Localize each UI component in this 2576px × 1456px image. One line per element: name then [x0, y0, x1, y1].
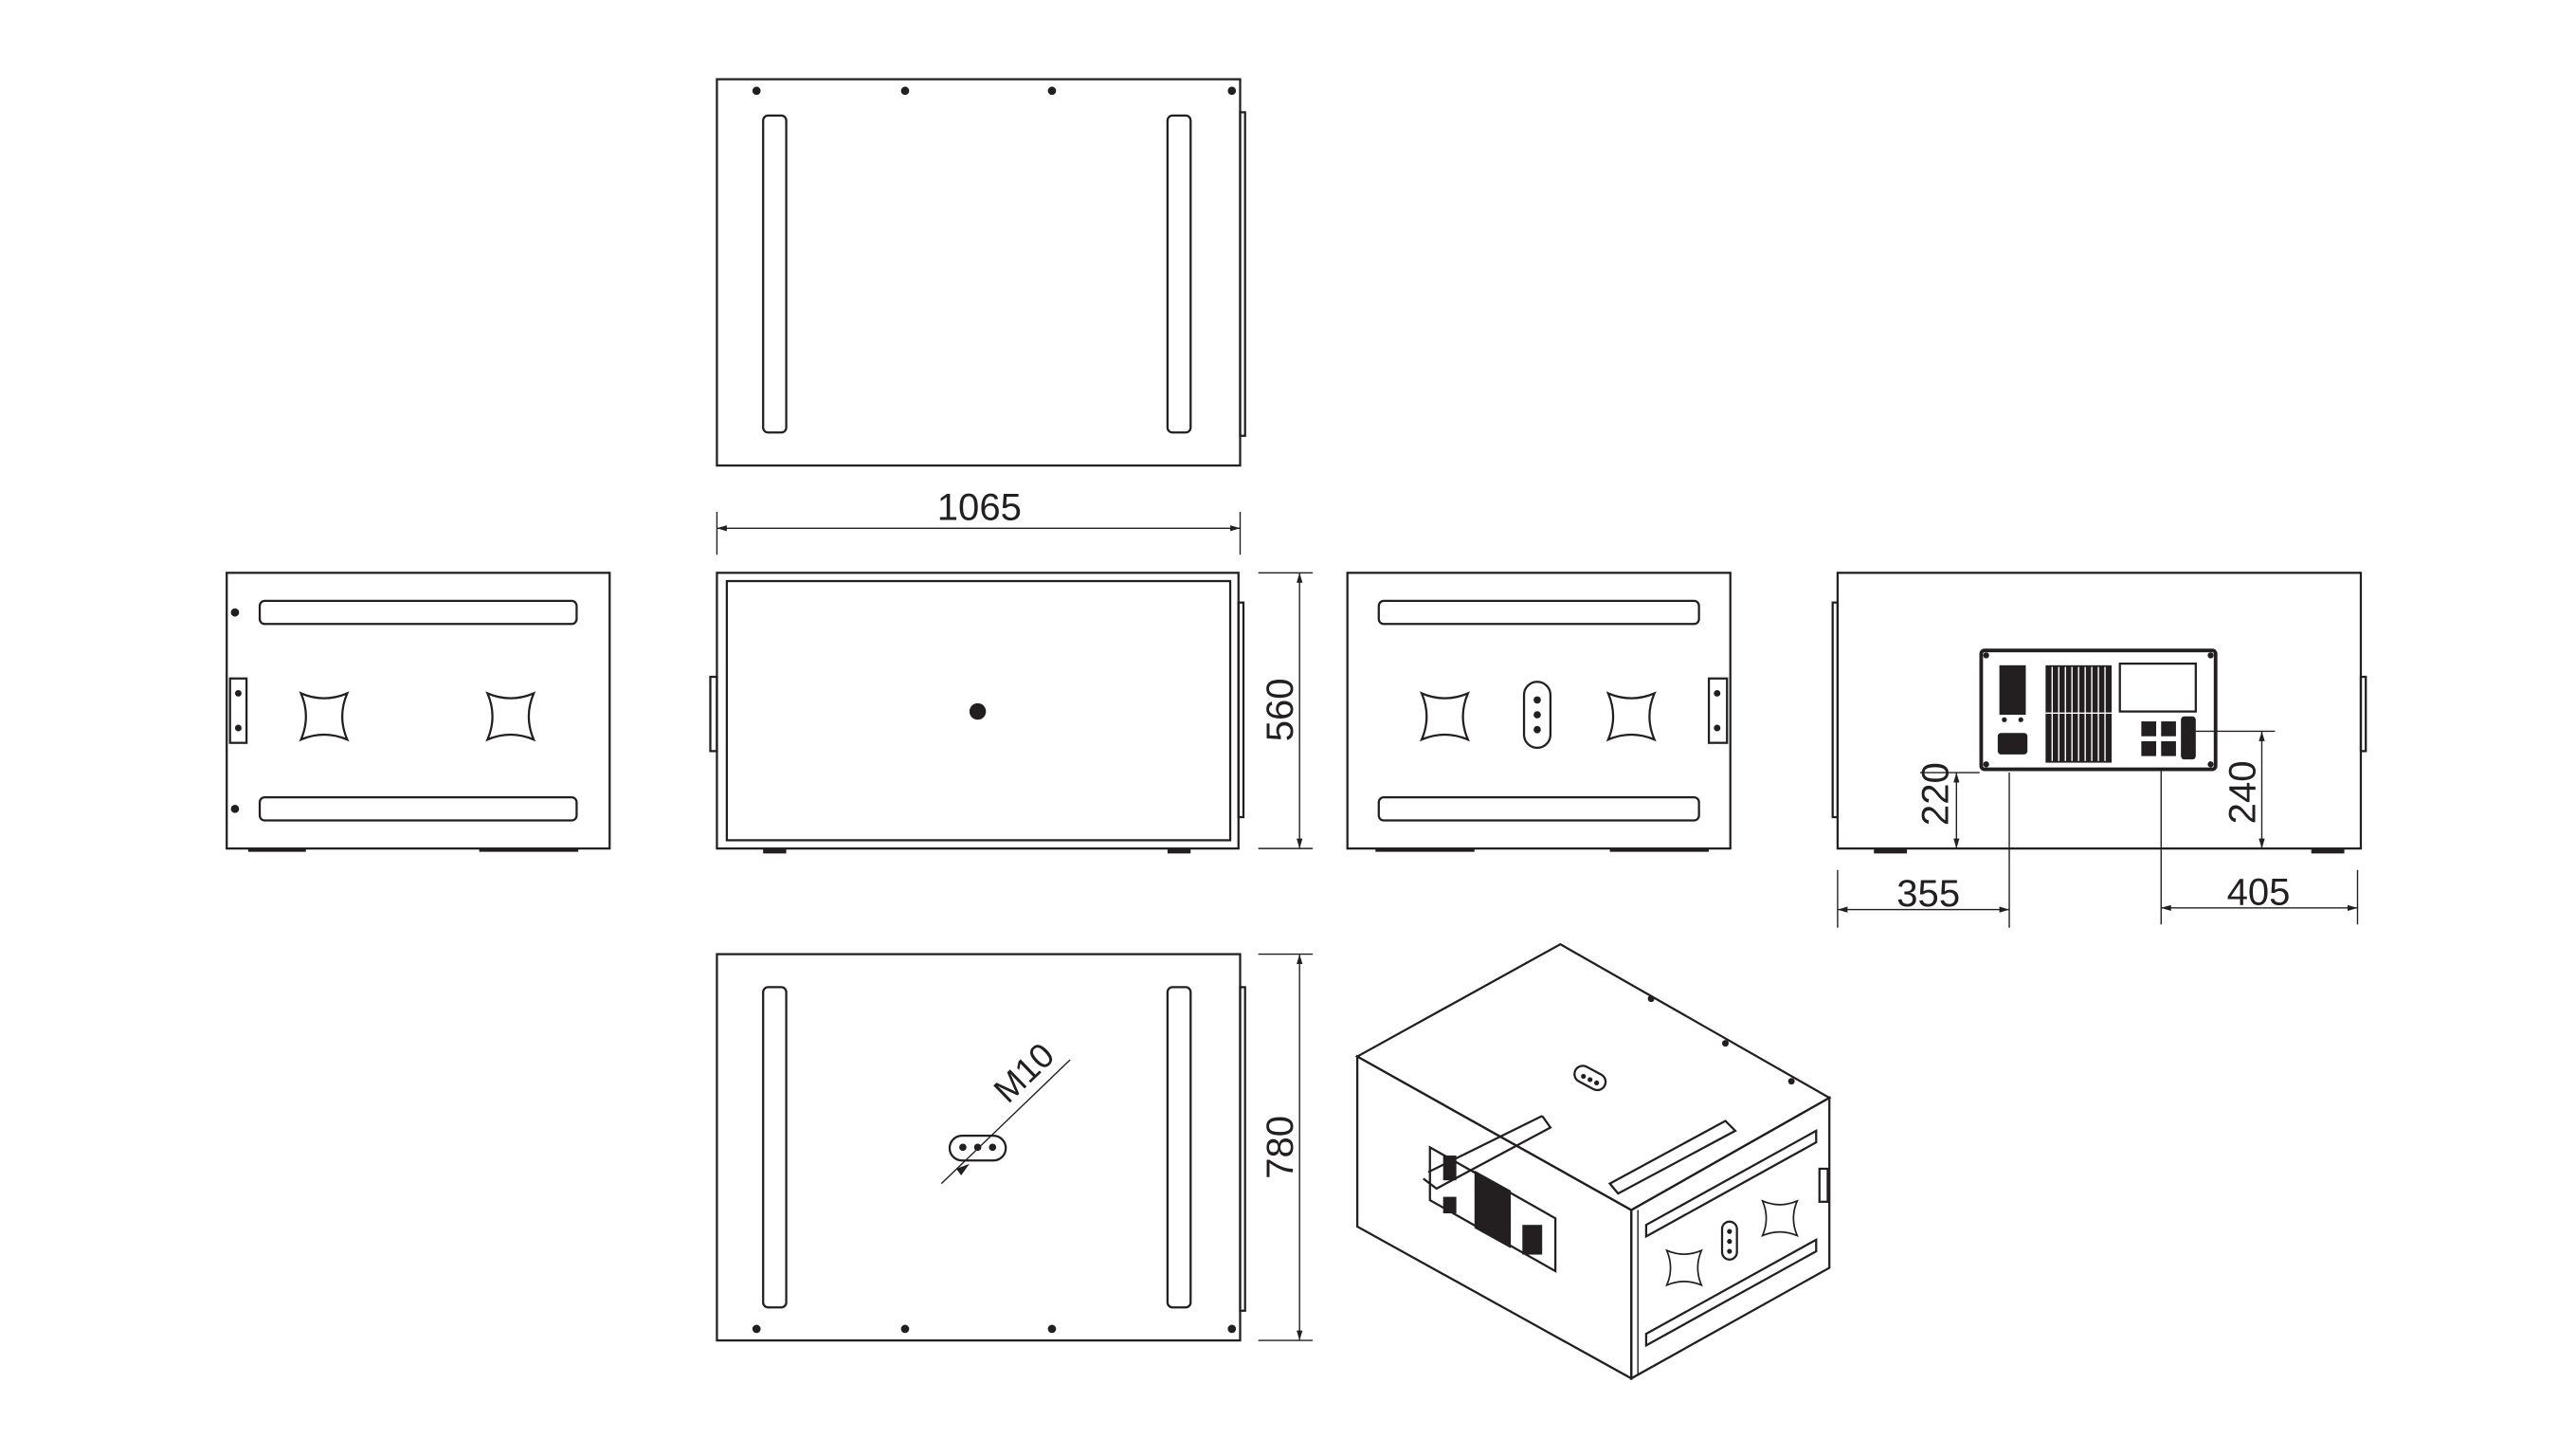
dimension-depth-label: 780	[1260, 1116, 1301, 1179]
isometric-view	[1354, 942, 1832, 1381]
dimension-panel-offset-left: 355	[1837, 773, 2010, 928]
dimension-height-label: 560	[1260, 678, 1301, 741]
dimension-240-label: 240	[2222, 761, 2264, 825]
right-side-view	[1346, 572, 1732, 852]
dimension-220-label: 220	[1915, 762, 1957, 826]
left-side-view	[226, 572, 611, 852]
dimension-height: 560	[1258, 572, 1314, 849]
dimension-width-label: 1065	[937, 487, 1022, 529]
thread-size-label: M10	[987, 1035, 1062, 1110]
dimension-355-label: 355	[1896, 873, 1960, 915]
dimension-depth: 780	[1258, 953, 1314, 1341]
bottom-view: M10	[716, 953, 1246, 1342]
dimension-panel-height-right: 240	[2195, 730, 2276, 849]
rear-view	[1831, 572, 2367, 854]
dimension-panel-offset-right: 405	[2160, 769, 2359, 925]
front-view	[709, 572, 1245, 854]
dimension-405-label: 405	[2227, 871, 2291, 913]
amplifier-panel	[1983, 652, 2214, 768]
dimension-panel-height-left: 220	[1915, 762, 1980, 849]
dimension-width: 1065	[716, 487, 1242, 555]
top-view	[716, 78, 1246, 467]
